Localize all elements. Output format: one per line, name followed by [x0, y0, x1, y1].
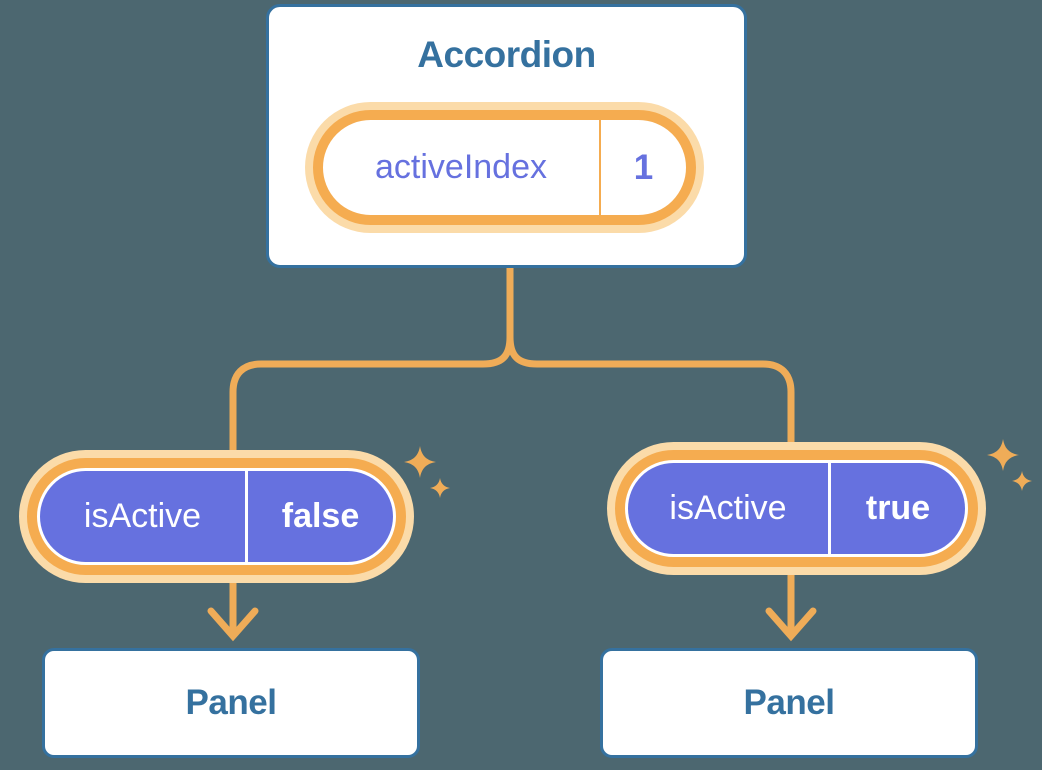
- sparkle-icon: [430, 478, 450, 498]
- sparkle-icon: [987, 439, 1019, 471]
- prop-value: false: [281, 497, 360, 535]
- connector-accordion-to-left-pill: [229, 264, 514, 454]
- state-name: activeIndex: [323, 120, 601, 215]
- prop-name: isActive: [628, 463, 831, 554]
- sparkle-icon: [404, 446, 436, 478]
- prop-name: isActive: [40, 471, 248, 562]
- prop-pill-body: isActive true: [628, 463, 965, 554]
- arrow-right-pill-to-panel: [765, 571, 817, 642]
- arrow-left-pill-to-panel: [207, 579, 259, 642]
- prop-pill-body: isActive false: [40, 471, 393, 562]
- connector-accordion-to-right-pill: [506, 264, 795, 446]
- prop-pill-isactive-true: isActive true: [615, 450, 978, 567]
- state-pill-activeindex: activeIndex 1: [313, 110, 696, 225]
- prop-pill-isactive-false: isActive false: [27, 458, 406, 575]
- panel-box-right: Panel: [600, 648, 978, 758]
- sparkle-icon: [1012, 471, 1032, 491]
- prop-value: true: [865, 489, 931, 527]
- accordion-title: Accordion: [417, 34, 596, 75]
- state-value: 1: [633, 147, 654, 187]
- panel-box-left: Panel: [42, 648, 420, 758]
